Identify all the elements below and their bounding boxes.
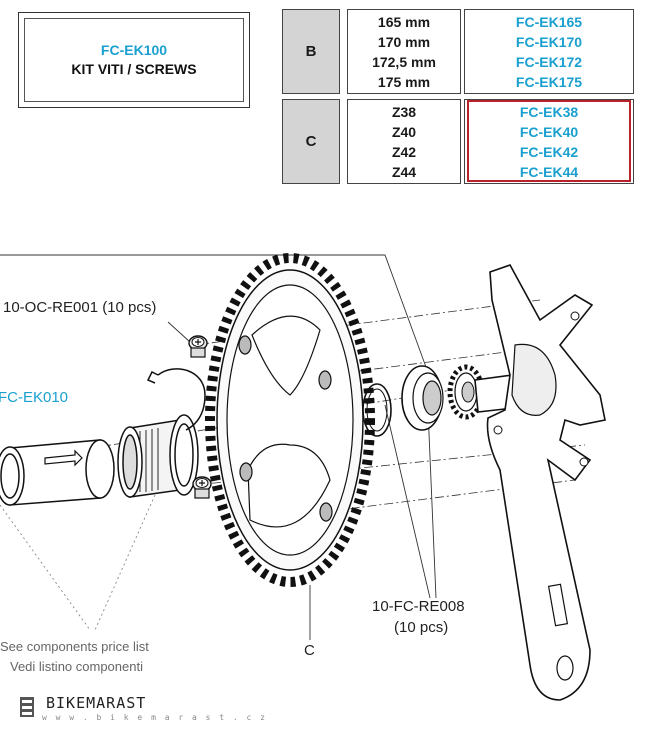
bearing (401, 365, 444, 431)
teeth-values: Z38 Z40 Z42 Z44 (347, 99, 461, 184)
chainring (205, 253, 375, 587)
note-english: See components price list (0, 639, 149, 654)
length-codes: FC-EK165 FC-EK170 FC-EK172 FC-EK175 (464, 9, 634, 94)
value-cell: Z40 (391, 123, 417, 140)
value-cell: Z44 (391, 163, 417, 180)
row-letter-b: B (282, 9, 340, 94)
crank-arm (474, 264, 606, 701)
part-label-fc-qty: (10 pcs) (394, 619, 449, 636)
note-italian: Vedi listino componenti (10, 659, 143, 674)
value-cell: 172,5 mm (372, 53, 436, 70)
kit-box-outer (18, 12, 250, 108)
watermark-logo (20, 697, 34, 717)
highlight-frame (467, 100, 631, 182)
code-cell: FC-EK44 (519, 163, 579, 180)
part-label-fc: 10-FC-RE008 (372, 598, 465, 615)
value-cell: 165 mm (377, 13, 431, 30)
kit-box: FC-EK100 KIT VITI / SCREWS (24, 18, 244, 102)
kit-label: KIT VITI / SCREWS (71, 61, 197, 77)
bottom-bracket-cup (0, 439, 115, 506)
watermark-brand: BIKEMARAST (46, 694, 147, 712)
marker-c: C (304, 642, 315, 659)
watermark-url: w w w . b i k e m a r a s t . c z (42, 713, 267, 722)
part-label-oc: 10-OC-RE001 (10 pcs) (3, 299, 157, 316)
code-cell: FC-EK40 (519, 123, 579, 140)
part-label-bb-code: FC-EK010 (0, 389, 69, 406)
code-cell: FC-EK172 (515, 53, 583, 70)
value-cell: 175 mm (377, 73, 431, 90)
code-cell: FC-EK175 (515, 73, 583, 90)
threaded-bearing-cup (117, 414, 199, 498)
note-leaders (0, 494, 156, 631)
chainring-bolt (192, 476, 212, 499)
value-cell: Z42 (391, 143, 417, 160)
o-ring (362, 383, 392, 437)
code-cell: FC-EK170 (515, 33, 583, 50)
kit-code: FC-EK100 (100, 42, 168, 58)
spider-gear (447, 364, 485, 420)
chainring-bolt (188, 335, 208, 358)
row-letter-c: C (282, 99, 340, 184)
code-cell: FC-EK42 (519, 143, 579, 160)
value-cell: 170 mm (377, 33, 431, 50)
leader-lines (0, 254, 437, 640)
length-values: 165 mm 170 mm 172,5 mm 175 mm (347, 9, 461, 94)
teeth-codes: FC-EK38 FC-EK40 FC-EK42 FC-EK44 (464, 99, 634, 184)
code-cell: FC-EK38 (519, 103, 579, 120)
code-cell: FC-EK165 (515, 13, 583, 30)
circlip (146, 368, 206, 431)
value-cell: Z38 (391, 103, 417, 120)
